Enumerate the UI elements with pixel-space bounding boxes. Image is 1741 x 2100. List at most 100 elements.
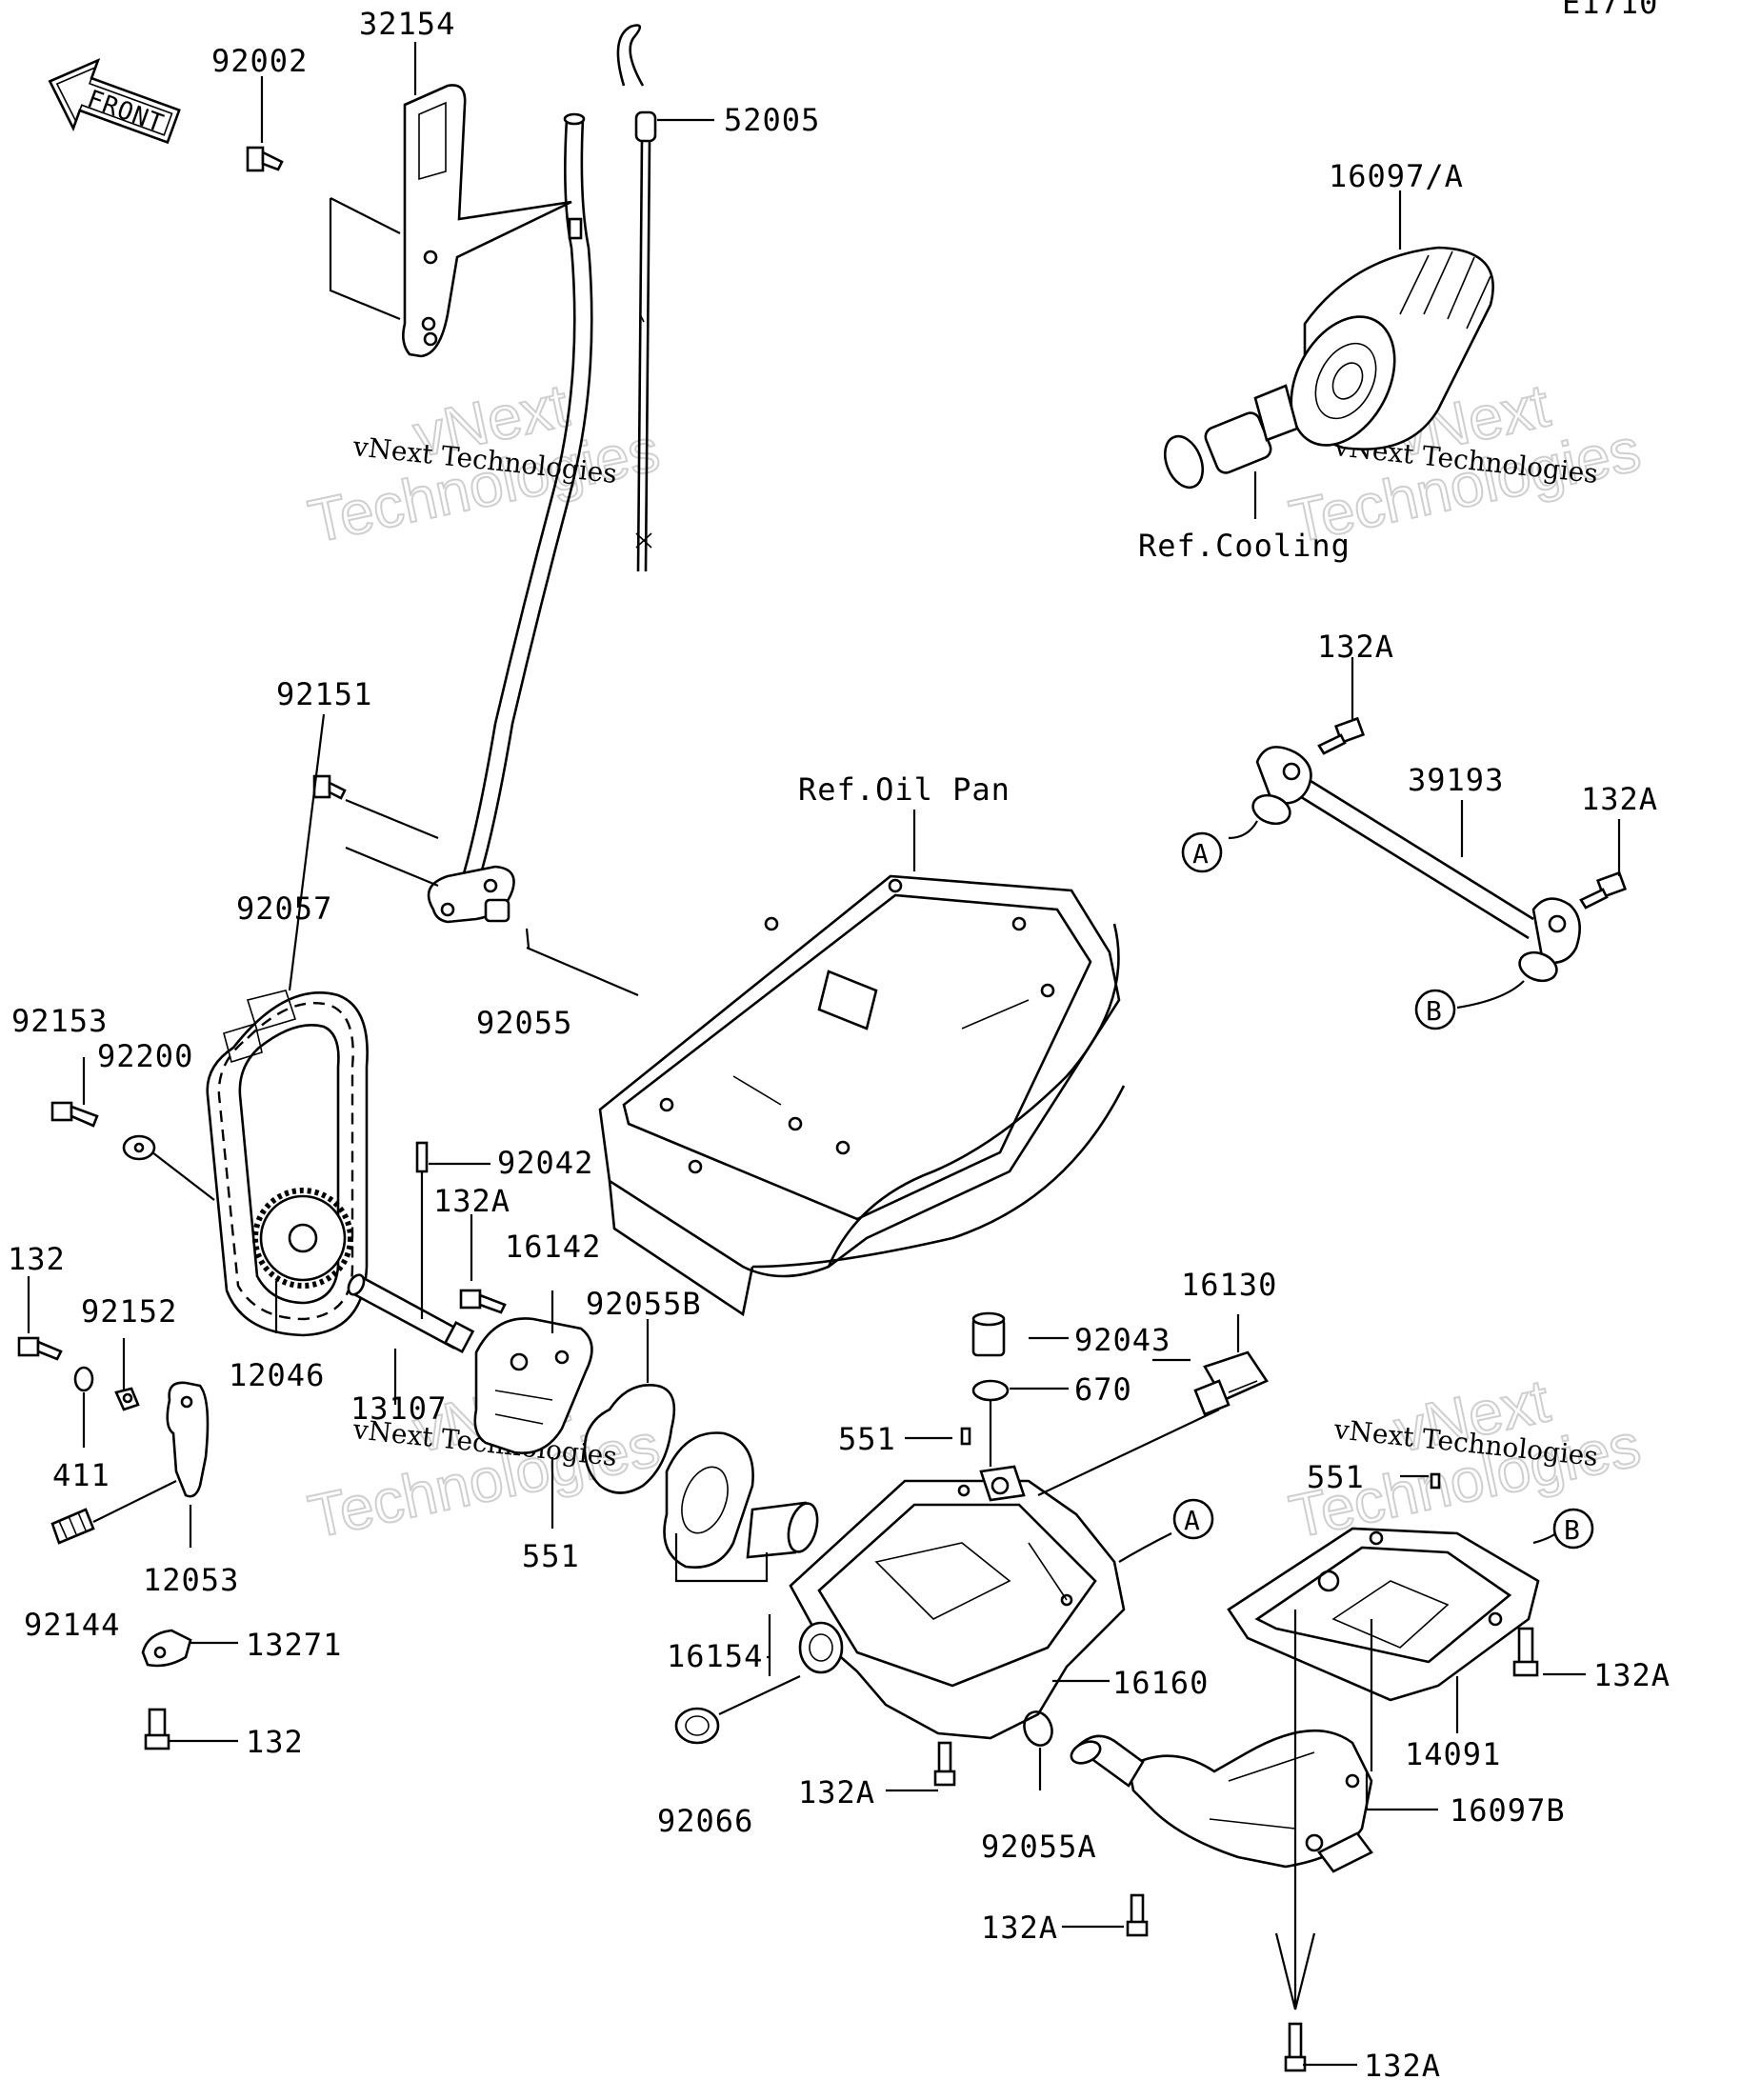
gasket-92055b (583, 1383, 676, 1494)
plug-92066 (674, 1707, 720, 1745)
leader-lines (27, 42, 1621, 2067)
bolt-92152 (114, 1387, 140, 1411)
bolt-92002 (246, 146, 284, 172)
part-label-132a-bottom: 132A (1364, 2048, 1441, 2084)
part-label-132a-strainer: 132A (1593, 1657, 1671, 1693)
part-label-92153: 92153 (11, 1003, 108, 1039)
pump-shaft-13107 (347, 1273, 475, 1354)
ref-oil-pan-label: Ref.Oil Pan (798, 771, 1011, 808)
part-label-132a-cover: 132A (981, 1910, 1058, 1946)
part-label-92002: 92002 (211, 43, 308, 79)
bolt-132a-pipe-top (1317, 716, 1366, 755)
leader-92151 (345, 798, 439, 888)
plate-13271 (141, 1629, 192, 1668)
part-label-16142: 16142 (505, 1229, 601, 1265)
part-label-32154: 32154 (359, 6, 455, 42)
part-label-92055a: 92055A (981, 1829, 1097, 1865)
bolt-132a-strainer (1512, 1627, 1539, 1677)
bracket-32154 (402, 84, 572, 358)
bolt-92153 (50, 1101, 99, 1128)
switch-16130 (1193, 1350, 1269, 1416)
part-label-16097b: 16097B (1450, 1792, 1566, 1829)
part-label-132a-mid: 132A (433, 1183, 510, 1219)
oil-filler-tube (455, 112, 593, 896)
part-label-92055: 92055 (476, 1005, 572, 1041)
oil-filter-16097a (1290, 246, 1494, 450)
marker-a-pipe: A (1181, 831, 1223, 873)
front-arrow-icon: FRONT (48, 57, 181, 145)
rotor-set-16154 (663, 1431, 819, 1569)
pin-92042 (415, 1141, 429, 1173)
washer-411 (73, 1366, 94, 1392)
part-label-670: 670 (1074, 1371, 1132, 1408)
part-label-14091: 14091 (1405, 1736, 1501, 1772)
part-label-92144: 92144 (24, 1607, 120, 1643)
bolt-92151 (312, 774, 347, 800)
leader-16154 (674, 1533, 769, 1583)
part-label-551-right: 551 (1307, 1459, 1365, 1495)
leader-92200-in (151, 1151, 215, 1201)
leader-92002 (329, 197, 401, 321)
part-label-12053: 12053 (143, 1562, 239, 1598)
dowel-551-mid (960, 1427, 971, 1446)
bolt-132-left (17, 1336, 63, 1361)
part-label-92057: 92057 (236, 890, 332, 927)
svg-text:A: A (1184, 1505, 1201, 1536)
part-label-92151: 92151 (276, 676, 372, 712)
part-label-16154: 16154 (667, 1638, 763, 1674)
oil-pump-body-16142 (473, 1317, 593, 1455)
part-label-92042: 92042 (497, 1145, 593, 1181)
cover-16097b (1070, 1729, 1373, 1873)
tube-flange (427, 865, 515, 924)
part-label-551-low: 551 (522, 1538, 580, 1574)
dipstick-52005 (616, 24, 657, 572)
washer-92200 (122, 1134, 156, 1161)
bolt-132a-cover (1126, 1893, 1149, 1937)
leader-16130-housing (1037, 1409, 1220, 1496)
marker-a-housing: A (1172, 1498, 1214, 1540)
watermark-left-top: Technologies vNext vNext Technologies (302, 370, 666, 556)
part-label-92152: 92152 (81, 1293, 177, 1330)
o-ring-670 (971, 1379, 1010, 1402)
bolt-132a-bottom (1284, 2022, 1307, 2072)
part-label-132a-right: 132A (1581, 781, 1658, 817)
part-label-92055b: 92055B (586, 1286, 702, 1322)
part-label-132-left: 132 (8, 1241, 66, 1277)
svg-text:B: B (1426, 995, 1443, 1027)
o-ring-92055a (1023, 1710, 1053, 1747)
ref-cooling-label: Ref.Cooling (1138, 528, 1351, 564)
bolt-132a-pipe-right (1579, 870, 1628, 910)
collar-92043 (971, 1311, 1006, 1357)
union-bolt (1163, 384, 1299, 490)
bolt-132a-housing (933, 1741, 956, 1787)
part-label-16097a: 16097/A (1329, 158, 1464, 194)
part-label-16160: 16160 (1112, 1665, 1209, 1701)
part-label-12046: 12046 (229, 1357, 325, 1393)
oil-pipe-39193 (1251, 746, 1582, 983)
sprocket-12046 (252, 1188, 353, 1289)
part-label-551-mid: 551 (838, 1421, 896, 1457)
part-label-132a-top: 132A (1317, 629, 1394, 665)
svg-text:A: A (1192, 838, 1210, 870)
drive-chain-92057 (206, 990, 369, 1337)
part-label-13107: 13107 (350, 1390, 447, 1427)
pump-housing-16160 (789, 1465, 1126, 1740)
oil-pan-reference (598, 874, 1126, 1317)
leader-92144 (92, 1480, 177, 1523)
marker-b-strainer: B (1552, 1508, 1594, 1550)
part-label-52005: 52005 (724, 102, 820, 138)
part-label-13271: 13271 (246, 1627, 342, 1663)
part-label-132-low: 132 (246, 1724, 304, 1760)
part-label-92043: 92043 (1074, 1322, 1171, 1358)
diagram-code: E1710 (1562, 0, 1658, 21)
part-label-411: 411 (52, 1457, 110, 1493)
bolt-132-low (144, 1708, 170, 1750)
part-label-16130: 16130 (1181, 1267, 1277, 1303)
marker-b-pipe: B (1414, 989, 1456, 1030)
chain-guide-12053 (166, 1381, 210, 1498)
spring-92144 (50, 1508, 95, 1545)
svg-text:B: B (1564, 1514, 1581, 1546)
dowel-551-right (1430, 1472, 1441, 1490)
